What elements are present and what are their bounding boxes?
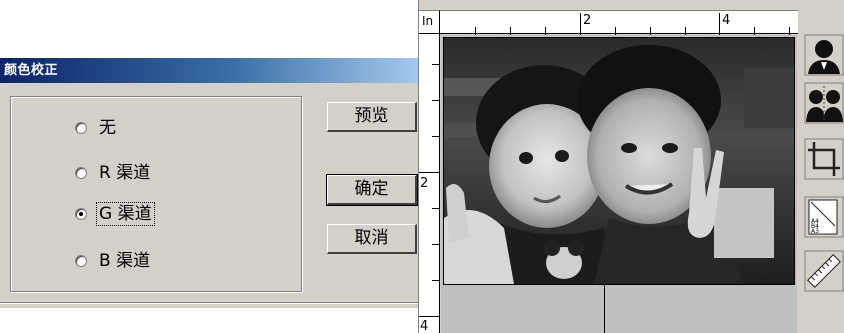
vertical-ruler: 2 4: [419, 34, 440, 333]
paper-size-a3: A3: [811, 228, 819, 235]
right-toolbar: A4 B4 A3: [801, 0, 844, 333]
preview-button[interactable]: 预览: [327, 102, 417, 132]
ruler-icon: [804, 250, 844, 292]
radio-label: 无: [99, 118, 116, 138]
dialog-titlebar[interactable]: 颜色校正: [0, 58, 420, 83]
measure-tool[interactable]: [804, 250, 844, 292]
ok-button[interactable]: 确定: [326, 174, 418, 206]
ruler-label-4: 4: [722, 13, 731, 28]
two-people-icon: [804, 82, 844, 124]
radio-button[interactable]: [75, 122, 87, 134]
dialog-separator: [0, 302, 420, 304]
single-person-tool[interactable]: [804, 34, 844, 76]
radio-option-g-channel[interactable]: G 渠道: [75, 202, 155, 226]
paper-size-tool[interactable]: A4 B4 A3: [804, 196, 844, 238]
cancel-button[interactable]: 取消: [327, 224, 417, 254]
radio-button[interactable]: [75, 167, 87, 179]
ruler-label-2: 2: [583, 13, 592, 28]
paper-size-icon: A4 B4 A3: [804, 196, 844, 238]
crop-icon: [804, 138, 844, 180]
color-correction-dialog: 颜色校正 无 R 渠道 G 渠道 B 渠道 预览 确定 取消: [0, 58, 420, 308]
crosshair-cursor-line: [604, 285, 605, 333]
dialog-title: 颜色校正: [4, 63, 59, 78]
radio-option-none[interactable]: 无: [75, 116, 118, 140]
single-person-icon: [804, 34, 844, 76]
paper-size-a4: A4: [811, 218, 819, 225]
horizontal-ruler: 2 4: [440, 10, 798, 35]
ruler-corner: In: [419, 10, 440, 34]
radio-button-selected[interactable]: [75, 208, 87, 220]
radio-option-r-channel[interactable]: R 渠道: [75, 161, 152, 185]
two-people-tool[interactable]: [804, 82, 844, 124]
radio-label: G 渠道: [96, 202, 155, 226]
ruler-label-2-vertical: 2: [420, 176, 429, 191]
ruler-unit-label: In: [422, 14, 434, 28]
radio-label: R 渠道: [99, 163, 151, 183]
radio-label: B 渠道: [99, 251, 151, 271]
radio-option-b-channel[interactable]: B 渠道: [75, 249, 152, 273]
crop-tool[interactable]: [804, 138, 844, 180]
channel-group-box: [10, 96, 302, 292]
ruler-label-4-vertical: 4: [420, 319, 429, 333]
paper-size-b4: B4: [811, 223, 819, 230]
radio-button[interactable]: [75, 255, 87, 267]
preview-photo[interactable]: [443, 37, 795, 285]
